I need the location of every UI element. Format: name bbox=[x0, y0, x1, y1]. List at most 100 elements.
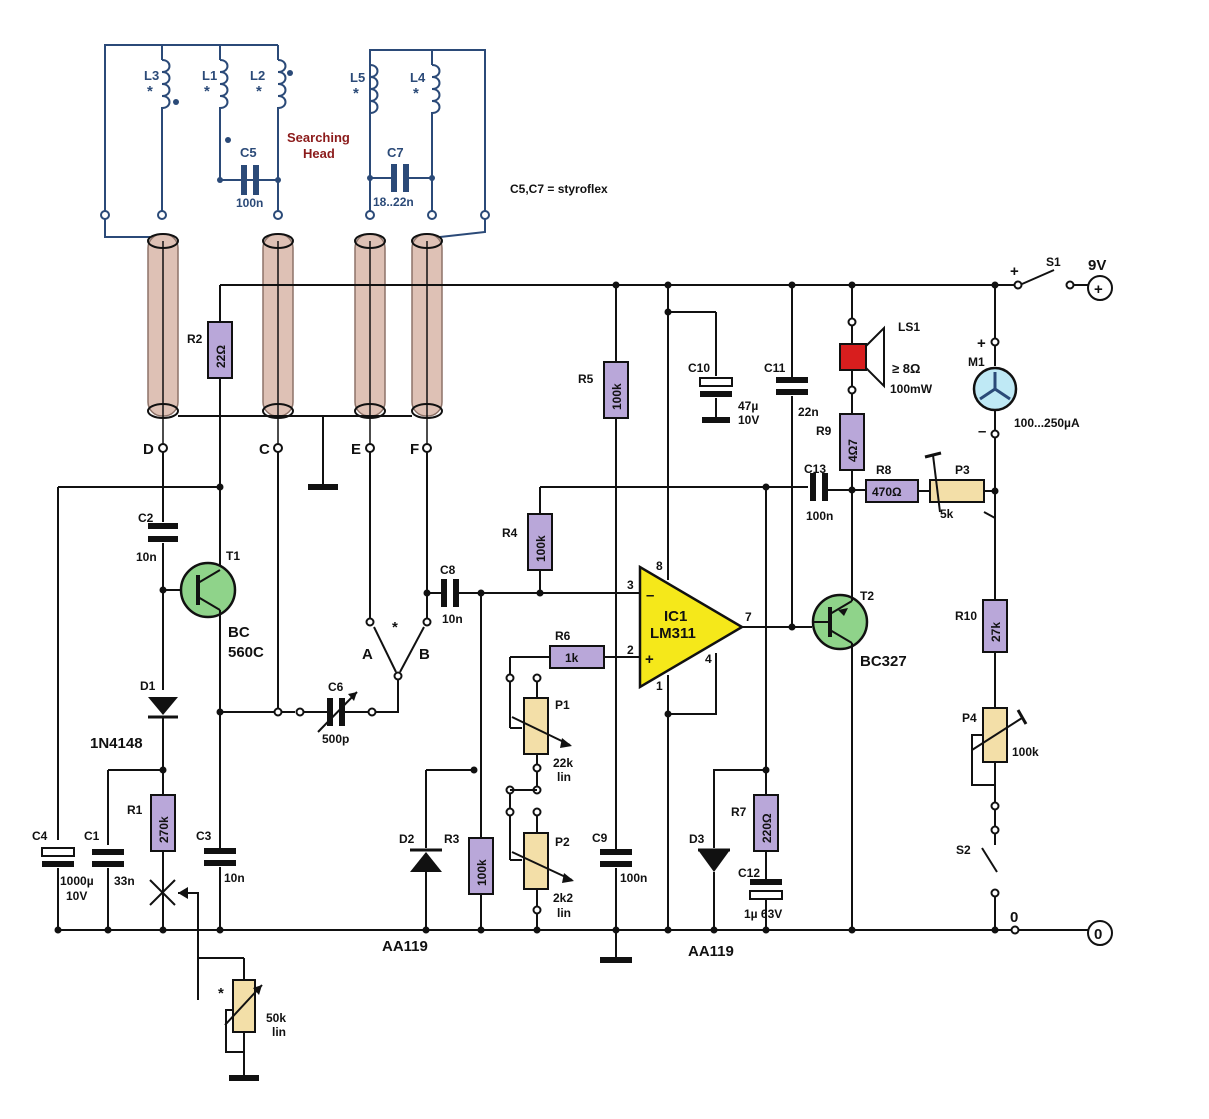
p1-value-1: 22k bbox=[553, 756, 573, 770]
ic1-plus: + bbox=[645, 651, 654, 668]
c5-value: 100n bbox=[236, 196, 263, 210]
c11-value: 22n bbox=[798, 405, 819, 419]
ic1-pin4: 4 bbox=[705, 652, 712, 666]
t1-type-1: BC bbox=[228, 624, 250, 641]
r3-value: 100k bbox=[475, 859, 489, 886]
ic1-pin8: 8 bbox=[656, 559, 663, 573]
r2-value: 22Ω bbox=[214, 345, 228, 368]
c8-value: 10n bbox=[442, 612, 463, 626]
pot-p2[interactable] bbox=[523, 832, 549, 890]
ic1-label: IC1 bbox=[664, 608, 687, 625]
search-head-label-2: Head bbox=[303, 146, 335, 161]
p2-value-2: lin bbox=[557, 906, 571, 920]
switch-s2[interactable] bbox=[981, 847, 998, 873]
c10-value-2: 10V bbox=[738, 413, 759, 427]
p2-label: P2 bbox=[555, 835, 570, 849]
r10-value: 27k bbox=[989, 622, 1003, 642]
c2-label: C2 bbox=[138, 511, 154, 525]
r7-label: R7 bbox=[731, 805, 747, 819]
diode-d1 bbox=[148, 697, 178, 715]
r4-value: 100k bbox=[534, 535, 548, 562]
supply-plus: + bbox=[1094, 281, 1103, 298]
d2-type: AA119 bbox=[382, 938, 428, 955]
search-head-label-1: Searching bbox=[287, 130, 350, 145]
r2 bbox=[207, 321, 233, 379]
r8-value: 470Ω bbox=[872, 485, 902, 499]
m1-plus: + bbox=[977, 335, 986, 352]
c9-label: C9 bbox=[592, 831, 608, 845]
s1-plus-mark: + bbox=[1010, 263, 1019, 280]
opamp-ic1 bbox=[638, 564, 745, 690]
p4-value: 100k bbox=[1012, 745, 1039, 759]
c4-value-2: 10V bbox=[66, 889, 87, 903]
ic1-minus: – bbox=[646, 587, 654, 604]
p1-value-2: lin bbox=[557, 770, 571, 784]
r9-label: R9 bbox=[816, 424, 832, 438]
switch-s1[interactable] bbox=[1021, 269, 1055, 285]
r1-value: 270k bbox=[157, 816, 171, 843]
m1-range: 100...250µA bbox=[1014, 416, 1080, 430]
p2-value-1: 2k2 bbox=[553, 891, 573, 905]
l2-star: * bbox=[256, 83, 262, 100]
ls1-label: LS1 bbox=[898, 320, 920, 334]
ic1-pin3: 3 bbox=[627, 578, 634, 592]
c7-label: C7 bbox=[387, 145, 404, 160]
node-b: B bbox=[419, 646, 430, 663]
p1-label: P1 bbox=[555, 698, 570, 712]
ic1-pin7: 7 bbox=[745, 610, 752, 624]
coil-l1 bbox=[219, 59, 262, 181]
c6-value: 500p bbox=[322, 732, 349, 746]
l3-star: * bbox=[147, 83, 153, 100]
r2-label: R2 bbox=[187, 332, 203, 346]
r4-label: R4 bbox=[502, 526, 518, 540]
l3-label: L3 bbox=[144, 68, 159, 83]
r9 bbox=[839, 413, 865, 471]
r1-label: R1 bbox=[127, 803, 143, 817]
c4-value-1: 1000µ bbox=[60, 874, 94, 888]
trim-pot-50k[interactable] bbox=[232, 979, 256, 1033]
d3-label: D3 bbox=[689, 832, 705, 846]
r3-label: R3 bbox=[444, 832, 460, 846]
c12-label: C12 bbox=[738, 866, 760, 880]
c12-value: 1µ 63V bbox=[744, 907, 782, 921]
c13-value: 100n bbox=[806, 509, 833, 523]
c8-label: C8 bbox=[440, 563, 456, 577]
m1-label: M1 bbox=[968, 355, 985, 369]
switch-star: * bbox=[392, 619, 398, 636]
coil-l4 bbox=[431, 64, 441, 215]
c3-value: 10n bbox=[224, 871, 245, 885]
r5-label: R5 bbox=[578, 372, 594, 386]
c12-plate-2 bbox=[749, 890, 783, 900]
r6-value: 1k bbox=[565, 651, 579, 665]
ground-terminal bbox=[1087, 920, 1113, 946]
c2-value: 10n bbox=[136, 550, 157, 564]
r10-label: R10 bbox=[955, 609, 977, 623]
r8-label: R8 bbox=[876, 463, 892, 477]
c13-label: C13 bbox=[804, 462, 826, 476]
m1-minus: – bbox=[978, 423, 986, 440]
c6-trim[interactable] bbox=[317, 691, 358, 733]
speaker-ls1 bbox=[839, 343, 867, 371]
c11-label: C11 bbox=[764, 361, 786, 375]
l1-label: L1 bbox=[202, 68, 217, 83]
c4-plate-1 bbox=[41, 847, 75, 857]
l4-label: L4 bbox=[410, 70, 426, 85]
ground-terminal-label: 0 bbox=[1094, 926, 1102, 943]
ground-zero-mark: 0 bbox=[1010, 909, 1018, 926]
node-e: E bbox=[351, 441, 361, 458]
trim-pot-value-2: lin bbox=[272, 1025, 286, 1039]
t2-type: BC327 bbox=[860, 653, 907, 670]
transistor-t1 bbox=[179, 561, 237, 619]
r7-value: 220Ω bbox=[760, 813, 774, 843]
p4-label: P4 bbox=[962, 711, 977, 725]
t1-label: T1 bbox=[226, 549, 240, 563]
coil-l3 bbox=[161, 59, 171, 215]
pot-p1[interactable] bbox=[523, 697, 549, 755]
r4 bbox=[527, 513, 553, 571]
ic1-type: LM311 bbox=[650, 625, 696, 642]
r10 bbox=[982, 599, 1008, 653]
l4-star: * bbox=[413, 85, 419, 102]
node-f: F bbox=[410, 441, 419, 458]
p3-value: 5k bbox=[940, 507, 954, 521]
